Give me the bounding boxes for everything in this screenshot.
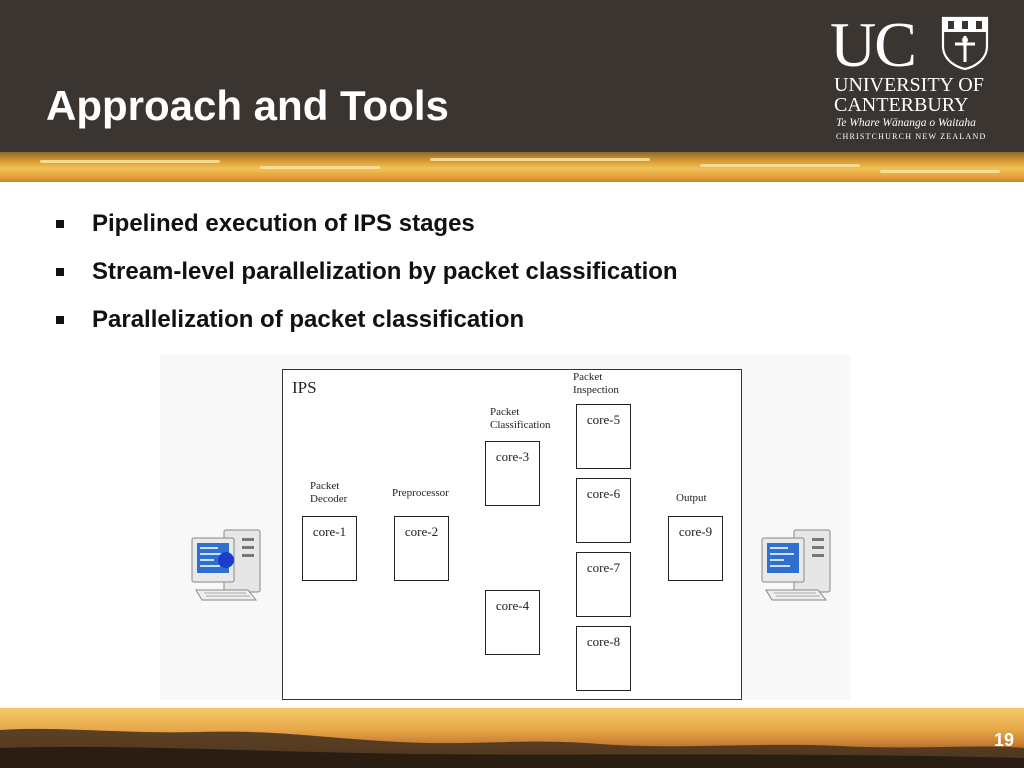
bullet-item: Parallelization of packet classification <box>56 296 678 344</box>
core-label: core-8 <box>586 634 621 649</box>
stage-label-line: Packet <box>573 371 603 383</box>
bullet-item: Stream-level parallelization by packet c… <box>56 248 678 296</box>
bullet-item: Pipelined execution of IPS stages <box>56 200 678 248</box>
core-label: core-3 <box>495 449 530 464</box>
logo-line-university-of: UNIVERSITY OF <box>834 74 984 96</box>
logo-line-location: CHRISTCHURCH NEW ZEALAND <box>836 132 987 141</box>
stage-label-output: Output <box>676 492 707 504</box>
core-label: core-4 <box>495 598 530 613</box>
core-box-6: core-6 <box>576 478 631 543</box>
core-label: core-1 <box>312 524 347 539</box>
slide-title: Approach and Tools <box>46 82 449 129</box>
core-label: core-7 <box>586 560 621 575</box>
core-box-8: core-8 <box>576 626 631 691</box>
core-box-1: core-1 <box>302 516 357 581</box>
core-box-4: core-4 <box>485 590 540 655</box>
page-number: 19 <box>993 730 1014 750</box>
stage-label-line: Decoder <box>310 493 348 505</box>
stage-label-line: Inspection <box>573 384 619 396</box>
crest-icon <box>941 16 989 70</box>
logo-initials: UC <box>830 9 917 80</box>
stage-label-packet-classification: Packet Classification <box>490 406 551 432</box>
core-box-5: core-5 <box>576 404 631 469</box>
logo-line-maori-name: Te Whare Wānanga o Waitaha <box>836 117 976 129</box>
logo-line-canterbury: CANTERBURY <box>834 94 969 116</box>
square-bullet-icon <box>56 268 64 276</box>
bullet-list: Pipelined execution of IPS stages Stream… <box>56 200 678 344</box>
header-bar <box>0 0 1024 155</box>
footer-hills-decoration <box>0 728 1024 768</box>
ips-label: IPS <box>292 378 317 397</box>
core-box-3: core-3 <box>485 441 540 506</box>
core-box-7: core-7 <box>576 552 631 617</box>
core-label: core-5 <box>586 412 621 427</box>
destination-computer-icon <box>761 529 831 601</box>
stage-label-line: Classification <box>490 419 551 431</box>
sunset-band <box>0 152 1024 182</box>
core-label: core-6 <box>586 486 621 501</box>
stage-label-preprocessor: Preprocessor <box>392 487 449 499</box>
stage-label-packet-inspection: Packet Inspection <box>573 371 619 397</box>
core-label: core-2 <box>404 524 439 539</box>
square-bullet-icon <box>56 220 64 228</box>
bullet-text: Pipelined execution of IPS stages <box>92 210 475 237</box>
square-bullet-icon <box>56 316 64 324</box>
core-label: core-9 <box>678 524 713 539</box>
stage-label-packet-decoder: Packet Decoder <box>310 480 347 506</box>
core-box-2: core-2 <box>394 516 449 581</box>
core-box-9: core-9 <box>668 516 723 581</box>
bullet-text: Stream-level parallelization by packet c… <box>92 258 678 285</box>
stage-label-line: Packet <box>490 406 520 418</box>
source-computer-icon <box>191 529 261 601</box>
university-logo: UC UNIVERSITY OF CANTERBURY Te Whare Wān… <box>828 9 994 141</box>
bullet-text: Parallelization of packet classification <box>92 306 525 333</box>
stage-label-line: Packet <box>310 480 340 492</box>
